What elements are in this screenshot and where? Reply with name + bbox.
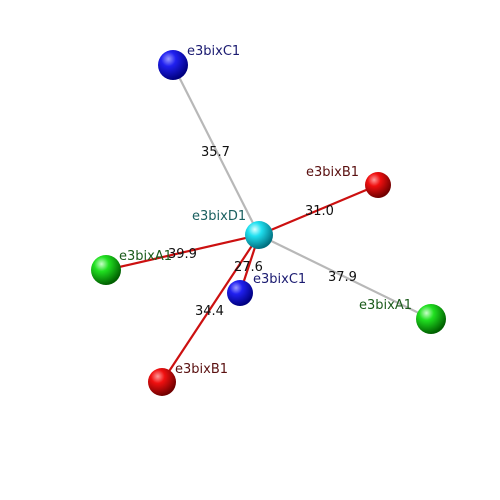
atom-label-b1-right: e3bixB1 [306, 165, 359, 180]
atoms [91, 50, 446, 396]
atom-labels: e3bixC1 e3bixB1 e3bixD1 e3bixA1 e3bixC1 … [119, 44, 412, 377]
atom-sphere-a1-right[interactable] [416, 304, 446, 334]
atom-label-c1-mid: e3bixC1 [253, 272, 306, 287]
atom-label-b1-bottom: e3bixB1 [175, 362, 228, 377]
atom-sphere-d1-center[interactable] [245, 221, 273, 249]
atom-label-d1-center: e3bixD1 [192, 209, 246, 224]
atom-sphere-a1-left[interactable] [91, 255, 121, 285]
atom-sphere-c1-top[interactable] [158, 50, 188, 80]
distance-label-d1-c1mid: 27.6 [234, 260, 263, 275]
distance-label-d1-b1bottom: 34.4 [195, 304, 224, 319]
bonds [105, 64, 432, 383]
atom-label-c1-top: e3bixC1 [187, 44, 240, 59]
atom-label-a1-left: e3bixA1 [119, 249, 172, 264]
distance-label-d1-a1left: 39.9 [168, 247, 197, 262]
atom-sphere-c1-mid[interactable] [227, 280, 253, 306]
bond-d1-b1bottom [161, 234, 260, 383]
atom-sphere-b1-bottom[interactable] [148, 368, 176, 396]
bond-d1-a1right [258, 234, 432, 320]
bond-d1-a1left [105, 233, 260, 272]
distance-label-d1-b1right: 31.0 [305, 204, 334, 219]
distance-label-d1-a1right: 37.9 [328, 270, 357, 285]
bond-d1-b1right [258, 183, 379, 237]
bond-d1-c1top [172, 64, 260, 236]
distance-label-d1-c1top: 35.7 [201, 145, 230, 160]
atom-sphere-b1-right[interactable] [365, 172, 391, 198]
distance-labels: 35.7 31.0 39.9 27.6 37.9 34.4 [168, 145, 357, 319]
atom-label-a1-right: e3bixA1 [359, 298, 412, 313]
